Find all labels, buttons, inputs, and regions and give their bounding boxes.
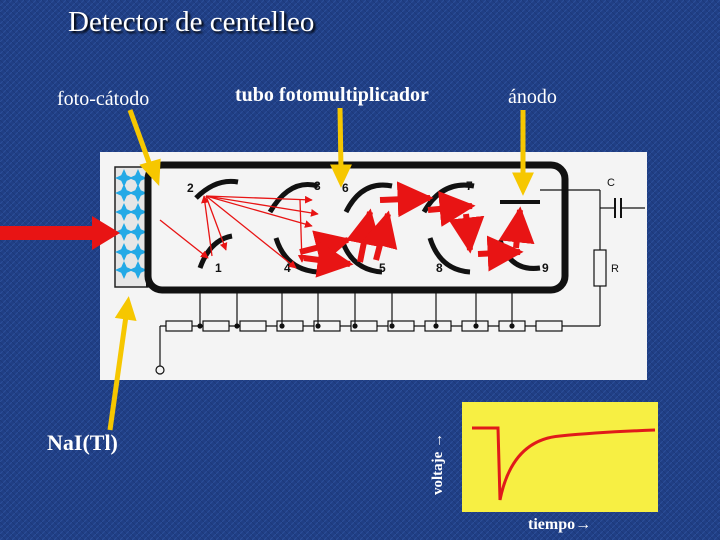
scintillation-flash [115,203,133,221]
cascade-arrows [299,181,535,278]
tap-node [473,323,479,329]
resistor-label: R [611,263,619,275]
dynode-number: 8 [436,261,443,275]
scintillation-flash [129,223,147,241]
pulse-panel [462,402,658,512]
output-circuit [540,189,645,327]
divider-resistor [535,320,563,332]
scintillation-flash [115,223,133,241]
dynode-number: 7 [466,179,473,193]
pulse-voltage-axis-label: voltaje → [430,432,446,495]
dynode-6 [343,182,393,214]
tap-node [352,323,358,329]
tap-node [315,323,321,329]
scintillation-flash [115,243,133,261]
tap-node [509,323,515,329]
photocathode-label: foto-cátodo [57,88,150,110]
dynode-number: 1 [215,261,222,275]
scintillation-flash [129,184,147,202]
dynode-numbers: 2 1 3 4 5 6 7 8 9 [187,179,549,275]
tap-node [234,323,240,329]
pmt-pointer [337,107,344,171]
capacitor-label: C [607,177,615,189]
anode-label: ánodo [508,86,557,108]
divider-resistors [165,320,563,332]
voltage-divider [155,290,563,375]
divider-resistor [165,320,193,332]
dynode-number: 6 [342,181,349,195]
gamma-ray-arrow [0,216,120,250]
dynode-1 [197,233,233,269]
tap-node [279,323,285,329]
crystal-label: NaI(Tl) [47,430,118,455]
dynodes [194,178,541,275]
tap-node [389,323,395,329]
scintillation-flash [129,203,147,221]
pointer-arrows [107,107,534,431]
scintillation-flash [115,261,133,279]
tube-envelope [144,161,569,294]
dynode-number: 4 [284,261,291,275]
scintillation-flash [129,261,147,279]
pmt-label: tubo fotomultiplicador [235,84,429,106]
divider-resistor [202,320,230,332]
dynode-2 [194,178,239,200]
scintillation-flash [115,169,133,187]
electron-paths [159,195,319,269]
photocathode-pointer [127,109,154,169]
divider-resistor [387,320,415,332]
divider-resistor [276,320,304,332]
scintillation-flash [129,243,147,261]
scintillation-flashes [115,169,147,279]
dynode-8 [427,237,471,275]
divider-resistor [239,320,267,332]
slide-title: Detector de centelleo [68,6,315,38]
divider-resistor [350,320,378,332]
pulse-curve [472,426,656,501]
crystal-block [114,166,149,288]
pulse-time-axis-label: tiempo→ [528,516,592,533]
dynode-number: 2 [187,181,194,195]
crystal-pointer [107,315,129,431]
dynode-number: 3 [314,179,321,193]
dynode-number: 9 [542,261,549,275]
dynode-taps [197,290,515,329]
scintillation-flash [129,169,147,187]
dynode-number: 5 [379,261,386,275]
divider-resistor [313,320,341,332]
tap-node [197,323,203,329]
tap-node [433,323,439,329]
scintillation-flash [115,184,133,202]
load-resistor [593,249,607,287]
